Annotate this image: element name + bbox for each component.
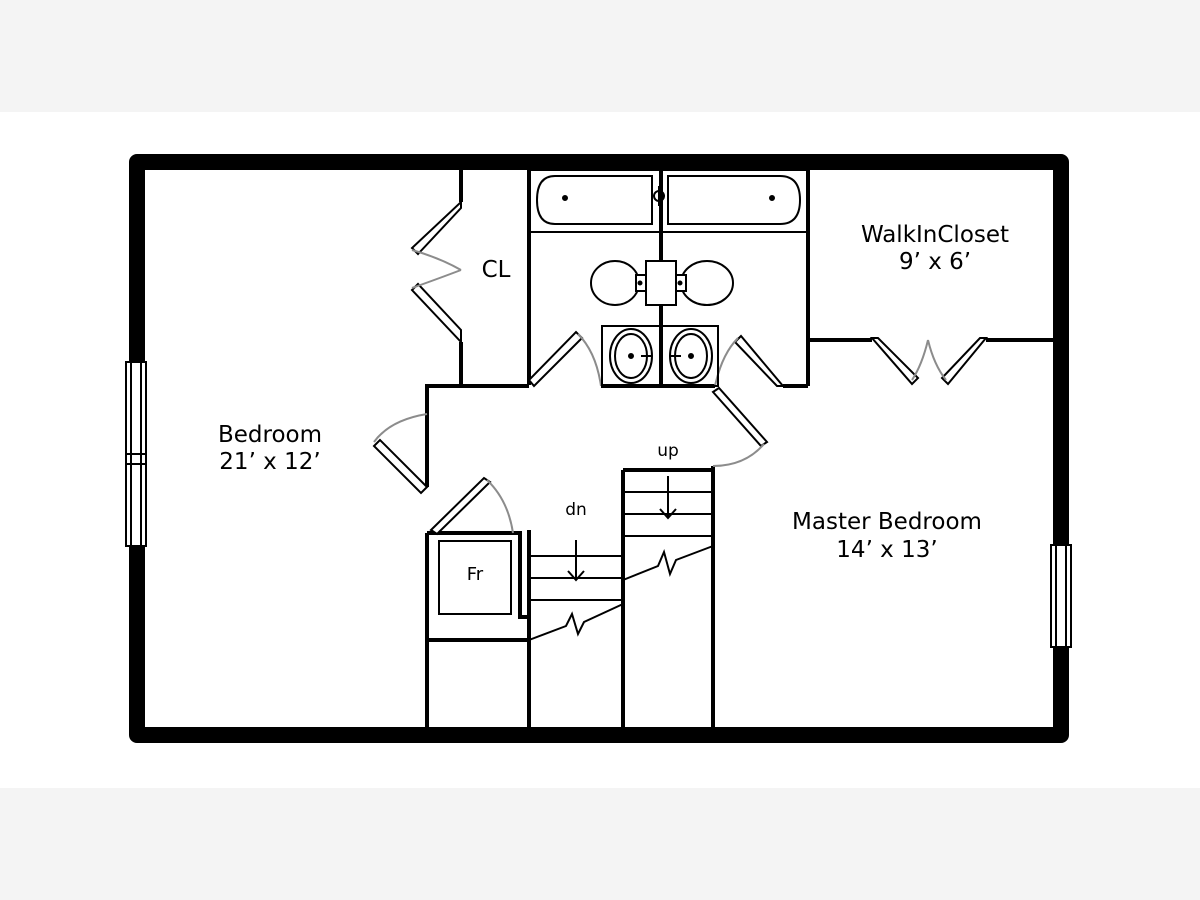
- bedroom-name: Bedroom: [218, 422, 322, 448]
- bath-right-door: [714, 334, 786, 387]
- bath-left-door: [527, 330, 602, 388]
- fridge: [438, 540, 512, 615]
- walk-in-closet-size: 9’ x 6’: [899, 249, 971, 275]
- floor-plan: Bedroom 21’ x 12’ Master Bedroom 14’ x 1…: [125, 154, 1072, 743]
- walk-in-closet-name: WalkInCloset: [861, 222, 1009, 248]
- master-bedroom-name: Master Bedroom: [792, 509, 982, 535]
- bathtub-left: [528, 169, 662, 233]
- stairs-up-label: up: [657, 441, 679, 461]
- window-right: [1050, 544, 1072, 648]
- stairs-down: [528, 540, 624, 641]
- toilet-right: [675, 260, 734, 306]
- bathtub-right: [660, 169, 809, 233]
- floor-plan-sheet: Bedroom 21’ x 12’ Master Bedroom 14’ x 1…: [0, 112, 1200, 788]
- window-left: [125, 361, 147, 547]
- toilet-left: [590, 260, 647, 306]
- fridge-label: Fr: [467, 564, 484, 585]
- fridge-nook-door: [429, 476, 514, 536]
- closet-bifold-door: [410, 199, 462, 345]
- stairs-down-label: dn: [565, 500, 587, 520]
- bedroom-door: [372, 413, 429, 495]
- closet-label: CL: [482, 257, 511, 283]
- master-bedroom-size: 14’ x 13’: [836, 537, 937, 563]
- master-bedroom-door: [711, 386, 769, 467]
- stairs-up: [622, 476, 714, 581]
- toilet-tank: [645, 260, 677, 306]
- bedroom-size: 21’ x 12’: [219, 449, 320, 475]
- walk-in-closet-bifold-door: [869, 337, 989, 386]
- vanity-sinks: [601, 325, 719, 387]
